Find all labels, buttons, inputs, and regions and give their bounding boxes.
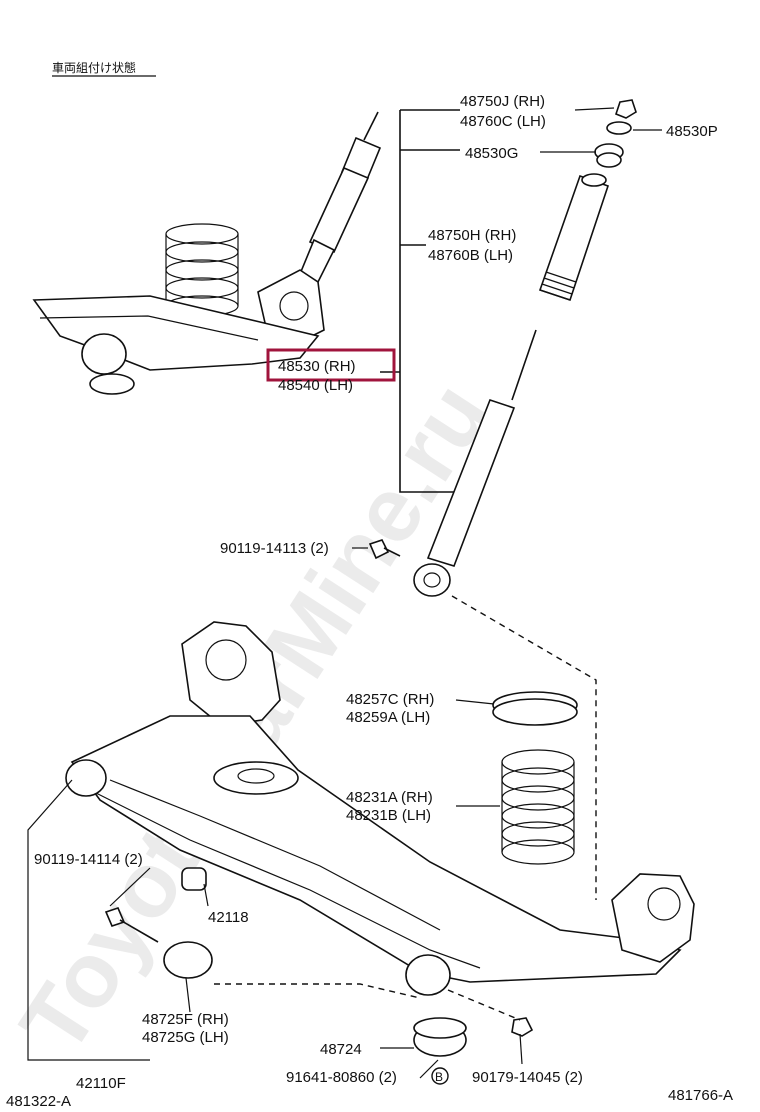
b-marker-letter: B xyxy=(435,1070,443,1084)
header-note: 車両組付け状態 xyxy=(52,60,136,75)
label-48530-rh: 48530 (RH) xyxy=(278,358,356,375)
label-48257c: 48257C (RH) xyxy=(346,691,434,708)
shock-absorber-exploded xyxy=(352,99,662,597)
coil-spring-and-seat xyxy=(492,691,578,865)
label-48540-lh: 48540 (LH) xyxy=(278,377,353,394)
label-90119-14114: 90119-14114 (2) xyxy=(34,851,143,868)
label-90119-14113: 90119-14113 (2) xyxy=(220,540,329,557)
footer-left-code: 481322-A xyxy=(6,1093,71,1110)
label-48530g: 48530G xyxy=(465,145,518,162)
label-48231a: 48231A (RH) xyxy=(346,789,433,806)
label-48725f: 48725F (RH) xyxy=(142,1011,229,1028)
rear-axle-beam xyxy=(27,595,695,1079)
label-48760b: 48760B (LH) xyxy=(428,247,513,264)
highlight-box xyxy=(266,348,396,382)
label-48259a: 48259A (LH) xyxy=(346,709,430,726)
label-42110f: 42110F xyxy=(76,1075,126,1092)
label-91641: 91641-80860 (2) xyxy=(286,1069,397,1086)
installed-state-illustration xyxy=(32,111,382,395)
label-48750j: 48750J (RH) xyxy=(460,93,545,110)
bolt-90119-14113-icon xyxy=(368,539,401,560)
circled-b-marker: B xyxy=(431,1067,449,1085)
label-48724: 48724 xyxy=(320,1041,362,1058)
footer-right-code: 481766-A xyxy=(668,1087,733,1104)
label-48760c: 48760C (LH) xyxy=(460,113,546,130)
label-48231b: 48231B (LH) xyxy=(346,807,431,824)
label-48530p: 48530P xyxy=(666,123,718,140)
label-90179: 90179-14045 (2) xyxy=(472,1069,583,1086)
label-48750h: 48750H (RH) xyxy=(428,227,516,244)
label-42118: 42118 xyxy=(208,909,249,926)
label-48725g: 48725G (LH) xyxy=(142,1029,229,1046)
